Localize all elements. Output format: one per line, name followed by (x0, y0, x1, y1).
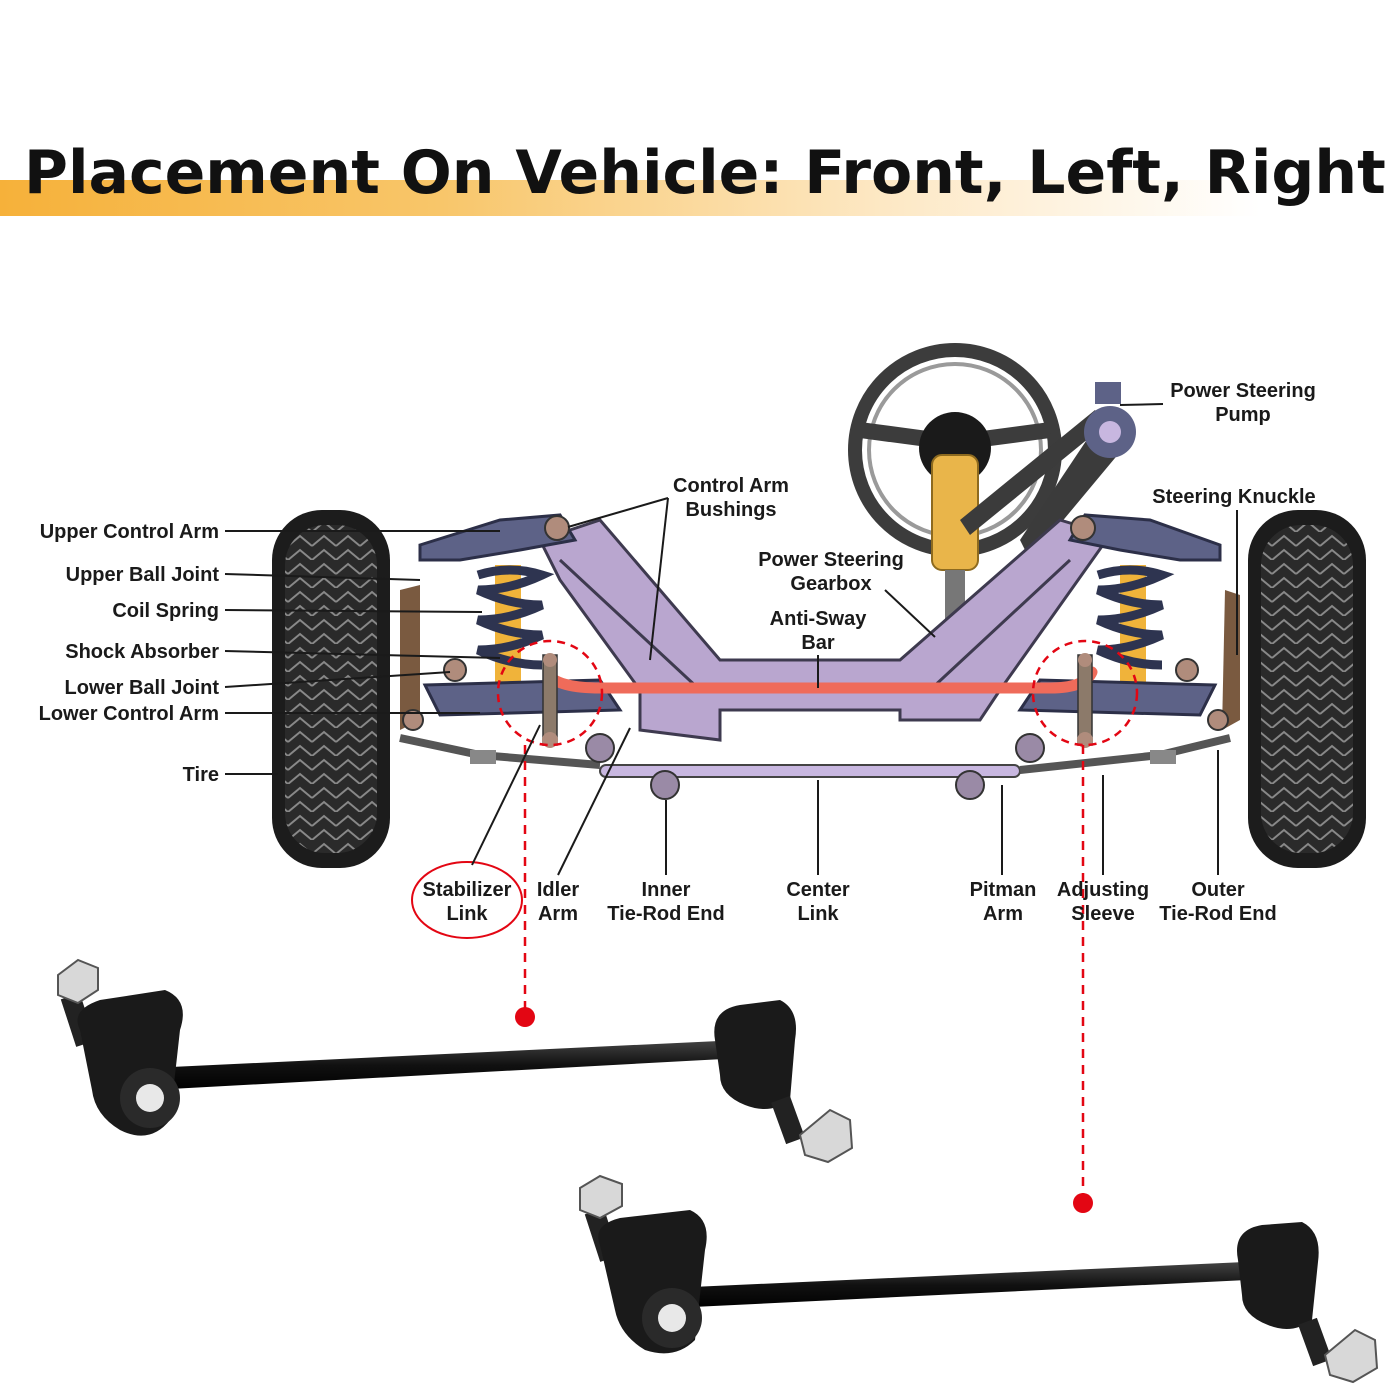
label-inner-tie-rod-end-line1: Inner (642, 879, 691, 901)
label-outer-tie-rod-end-line2: Tie-Rod End (1159, 903, 1276, 925)
sway-bar-link-product-2 (579, 1174, 1379, 1384)
label-pitman-arm-line2: Arm (983, 903, 1023, 925)
label-stabilizer-link-line1: Stabilizer (423, 879, 512, 901)
label-adjusting-sleeve-line2: Sleeve (1071, 903, 1134, 925)
highlight-circle-left (496, 639, 604, 747)
label-control-arm-bushings-line2: Bushings (685, 499, 776, 521)
label-outer-tie-rod-end-line1: Outer (1191, 879, 1245, 901)
coil-spring-left (476, 565, 555, 690)
right-tire (1248, 510, 1366, 868)
left-tire (272, 510, 390, 868)
label-steering-knuckle: Steering Knuckle (1152, 486, 1315, 508)
label-power-steering-gearbox-line2: Gearbox (790, 573, 871, 595)
label-power-steering-pump-line2: Pump (1215, 404, 1271, 426)
label-lower-control-arm: Lower Control Arm (39, 703, 219, 725)
upper-control-arm-right (1067, 513, 1222, 562)
label-stabilizer-link-line2: Link (446, 903, 488, 925)
page-title: Placement On Vehicle: Front, Left, Right (24, 138, 1386, 208)
coil-spring-right (1096, 565, 1175, 690)
label-upper-control-arm: Upper Control Arm (40, 521, 219, 543)
label-control-arm-bushings-line1: Control Arm (673, 475, 789, 497)
stabilizer-link-label-circle (411, 861, 523, 939)
label-center-link-line2: Link (797, 903, 839, 925)
title-highlight-bar (0, 180, 1260, 216)
label-adjusting-sleeve-line1: Adjusting (1057, 879, 1149, 901)
label-inner-tie-rod-end-line2: Tie-Rod End (607, 903, 724, 925)
label-power-steering-gearbox-line1: Power Steering (758, 549, 904, 571)
upper-control-arm-left (418, 513, 578, 562)
drop-dot-right (1073, 1193, 1093, 1213)
label-center-link-line1: Center (786, 879, 850, 901)
label-coil-spring: Coil Spring (112, 600, 219, 622)
label-power-steering-pump-line1: Power Steering (1170, 380, 1316, 402)
steering-knuckle-right (1222, 590, 1240, 730)
label-idler-arm-line1: Idler (537, 879, 579, 901)
label-anti-sway-bar-line1: Anti-Sway (770, 608, 868, 630)
label-upper-ball-joint: Upper Ball Joint (66, 564, 220, 586)
stabilizer-link-left (542, 653, 558, 748)
label-lower-ball-joint: Lower Ball Joint (65, 677, 220, 699)
label-pitman-arm-line1: Pitman (970, 879, 1037, 901)
label-idler-arm-line2: Arm (538, 903, 578, 925)
power-steering-pump-belt (960, 382, 1136, 560)
drop-dot-left (515, 1007, 535, 1027)
label-tire: Tire (183, 764, 219, 786)
label-shock-absorber: Shock Absorber (65, 641, 219, 663)
steering-knuckle-left (400, 585, 420, 730)
label-anti-sway-bar-line2: Bar (801, 632, 835, 654)
leader-lines (224, 403, 1238, 876)
tie-rods (399, 709, 1231, 800)
stabilizer-link-right (1077, 653, 1093, 748)
center-link (599, 764, 1021, 778)
highlight-circle-right (1031, 639, 1139, 747)
sway-bar-link-product-1 (57, 958, 854, 1164)
